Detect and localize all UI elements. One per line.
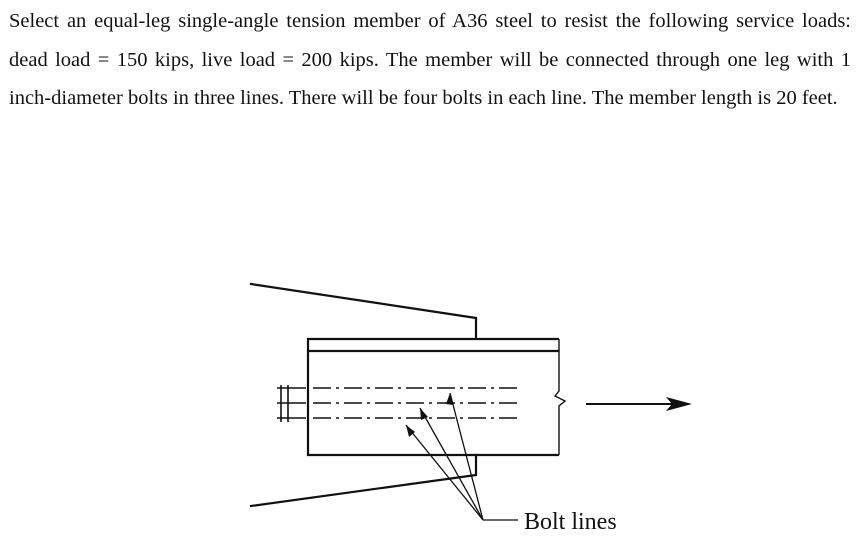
arrow-right-icon — [666, 397, 692, 411]
bolt-lines — [313, 387, 519, 419]
callout-arrowheads — [406, 393, 453, 437]
problem-statement: Select an equal-leg single-angle tension… — [9, 10, 851, 109]
angle-member — [306, 337, 567, 457]
bolt-line-end-marks — [277, 385, 306, 422]
gusset-plate — [249, 282, 478, 508]
callout-leaders — [405, 392, 518, 521]
callout-label: Bolt lines — [524, 509, 617, 535]
load-arrow — [586, 397, 692, 411]
